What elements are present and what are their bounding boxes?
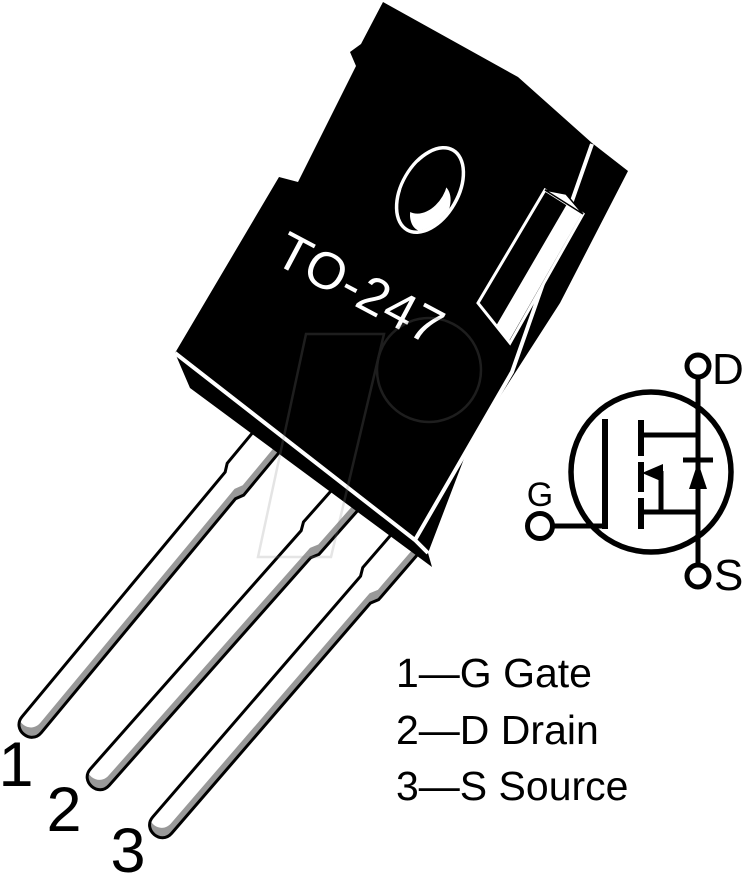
mounting-hole-highlight-cut <box>400 157 449 214</box>
legend: 1—G Gate 2—D Drain 3—S Source <box>396 650 628 809</box>
drain-terminal-circle <box>684 352 712 380</box>
pin-label-2: 2 <box>46 775 81 845</box>
legend-line-3: 3—S Source <box>396 763 628 809</box>
package: TO-247 <box>173 2 628 567</box>
watermark-bar <box>256 332 386 559</box>
diode-anode-triangle <box>689 462 707 489</box>
gate-label: G <box>527 476 553 514</box>
body-arrow <box>642 464 663 482</box>
side-tab-highlight <box>496 204 582 341</box>
watermark-bowl <box>375 316 483 424</box>
drain-label: D <box>712 345 744 394</box>
symbol-body-circle <box>568 389 734 555</box>
gate-terminal-circle <box>525 511 555 541</box>
pin-label-3: 3 <box>110 816 145 873</box>
source-label: S <box>714 551 743 600</box>
watermark <box>256 316 483 559</box>
mosfet-symbol: G D S <box>525 345 744 600</box>
legend-line-1: 1—G Gate <box>396 650 592 696</box>
package-body <box>175 2 628 567</box>
source-terminal-circle <box>684 562 712 590</box>
mounting-hole <box>394 146 466 234</box>
pin-label-1: 1 <box>0 730 34 800</box>
mounting-hole-inner <box>400 157 451 232</box>
legend-line-2: 2—D Drain <box>396 707 599 753</box>
package-bottom-edge-line <box>173 351 430 555</box>
side-tab <box>476 187 586 346</box>
side-tab-top-bevel <box>544 189 584 215</box>
